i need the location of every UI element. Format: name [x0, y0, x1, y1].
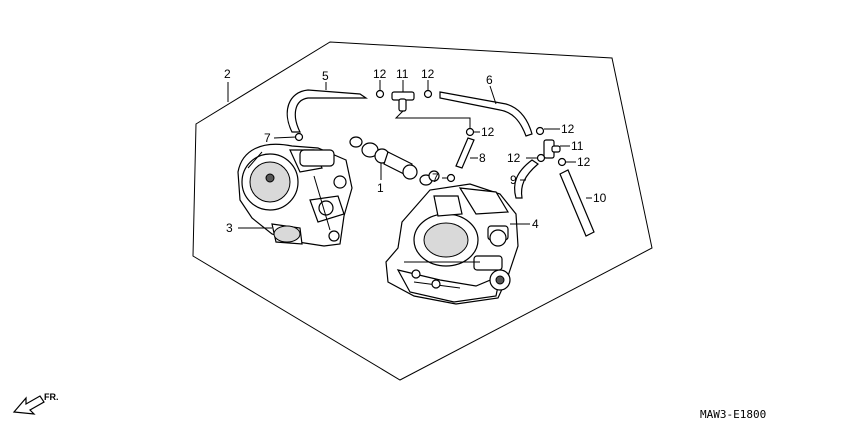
- three-way-joint-11a: [391, 91, 415, 112]
- clip-12b: [423, 89, 433, 99]
- washer-7b: [446, 173, 456, 183]
- left-carburetor-drawing: [237, 143, 353, 247]
- callout-6: 6: [486, 73, 493, 87]
- clip-12f: [557, 157, 567, 167]
- callout-2: 2: [224, 67, 231, 81]
- callout-3: 3: [226, 221, 233, 235]
- diagram-code: MAW3-E1800: [700, 408, 766, 421]
- clip-12c: [465, 127, 475, 137]
- callout-12a: 12: [373, 67, 387, 81]
- callout-12d: 12: [561, 122, 575, 136]
- callout-12e: 12: [507, 151, 521, 165]
- callout-9: 9: [510, 173, 517, 187]
- callout-11a: 11: [396, 67, 409, 81]
- leader-lines: [227, 80, 592, 229]
- callout-11b: 11: [571, 139, 584, 153]
- joint-parts-drawing: [349, 136, 440, 186]
- callout-12b: 12: [421, 67, 435, 81]
- callout-1: 1: [377, 181, 384, 195]
- callout-8: 8: [479, 151, 486, 165]
- clip-12e: [536, 153, 546, 163]
- hose-6: [439, 91, 533, 137]
- washer-7a: [294, 132, 304, 142]
- callout-12f: 12: [577, 155, 591, 169]
- hose-8: [455, 137, 475, 169]
- callout-10: 10: [593, 191, 607, 205]
- hose-10: [559, 169, 595, 237]
- front-direction-arrow-icon: [12, 395, 45, 415]
- front-label: FR.: [44, 392, 59, 402]
- callout-5: 5: [322, 69, 329, 83]
- assembly-outline: [192, 41, 653, 381]
- hose-5: [286, 89, 368, 133]
- callout-7b: 7: [432, 171, 439, 185]
- three-way-joint-11b: [543, 139, 561, 159]
- callout-12c: 12: [481, 125, 495, 139]
- callout-4: 4: [532, 217, 539, 231]
- hose-9: [513, 159, 539, 199]
- clip-12a: [375, 89, 385, 99]
- callout-7a: 7: [264, 131, 271, 145]
- clip-12d: [535, 126, 545, 136]
- right-carburetor-drawing: [385, 183, 519, 305]
